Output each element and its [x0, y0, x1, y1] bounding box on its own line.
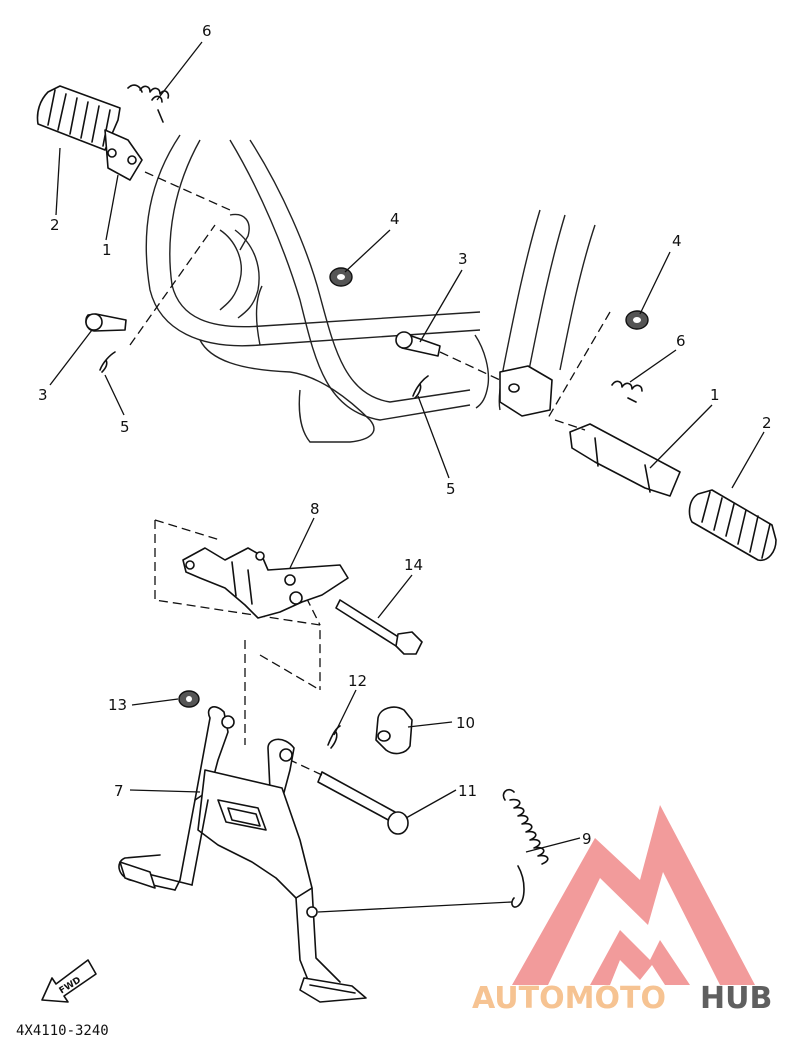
automotohub-logo: AUTOMOTO HUB	[472, 805, 772, 1016]
logo-triangle-icon	[512, 805, 755, 985]
watermark-secondary-text: HUB	[700, 981, 772, 1016]
right-mount-block	[499, 365, 553, 417]
part-code: 4X4110-3240	[16, 1023, 109, 1039]
watermark-primary-text: AUTOMOTO	[472, 981, 666, 1016]
stand-bolt	[335, 599, 423, 655]
callout-4: 4	[672, 232, 682, 250]
stand-pivot-shaft	[289, 759, 409, 835]
callout-14: 14	[404, 556, 423, 574]
stand-bracket	[182, 547, 349, 619]
callout-labels: 6 2 1 4 3 3 5 4 6 5 1 2 8 14 13 12 10 7 …	[38, 22, 772, 848]
fwd-arrow-icon	[41, 959, 97, 1003]
stand-stopper-rubber	[375, 706, 413, 755]
callout-1: 1	[710, 386, 720, 404]
callout-1: 1	[102, 241, 112, 259]
fwd-arrow: FWD	[41, 959, 97, 1003]
callout-8: 8	[310, 500, 320, 518]
callout-2: 2	[50, 216, 60, 234]
callout-13: 13	[108, 696, 127, 714]
stand-washer	[178, 690, 200, 708]
stand-cotter-pin	[327, 725, 341, 749]
leader-lines	[49, 41, 765, 853]
right-washer	[625, 310, 649, 330]
left-cotter-pin	[99, 351, 116, 373]
callout-6: 6	[676, 332, 686, 350]
callout-5: 5	[446, 480, 456, 498]
right-footrest-rubber	[688, 489, 777, 562]
callout-7: 7	[114, 782, 124, 800]
frame-tubes	[145, 134, 596, 443]
callout-3: 3	[458, 250, 468, 268]
right-pin	[395, 331, 441, 357]
callout-12: 12	[348, 672, 367, 690]
stand-return-spring	[502, 788, 549, 908]
logo-inner-g-icon	[590, 930, 690, 985]
main-stand	[118, 706, 367, 1003]
left-washer	[329, 267, 353, 287]
left-footrest-spring	[127, 84, 170, 123]
left-footrest-rubber	[36, 85, 121, 151]
callout-11: 11	[458, 782, 477, 800]
callout-5: 5	[120, 418, 130, 436]
right-cotter-pin	[412, 375, 429, 399]
callout-10: 10	[456, 714, 475, 732]
callout-9: 9	[582, 830, 592, 848]
callout-3: 3	[38, 386, 48, 404]
left-footrest-bracket	[104, 129, 143, 181]
callout-2: 2	[762, 414, 772, 432]
right-footrest-bracket	[569, 423, 681, 497]
callout-4: 4	[390, 210, 400, 228]
left-pin	[85, 313, 127, 332]
right-footrest-spring	[611, 380, 643, 403]
callout-6: 6	[202, 22, 212, 40]
